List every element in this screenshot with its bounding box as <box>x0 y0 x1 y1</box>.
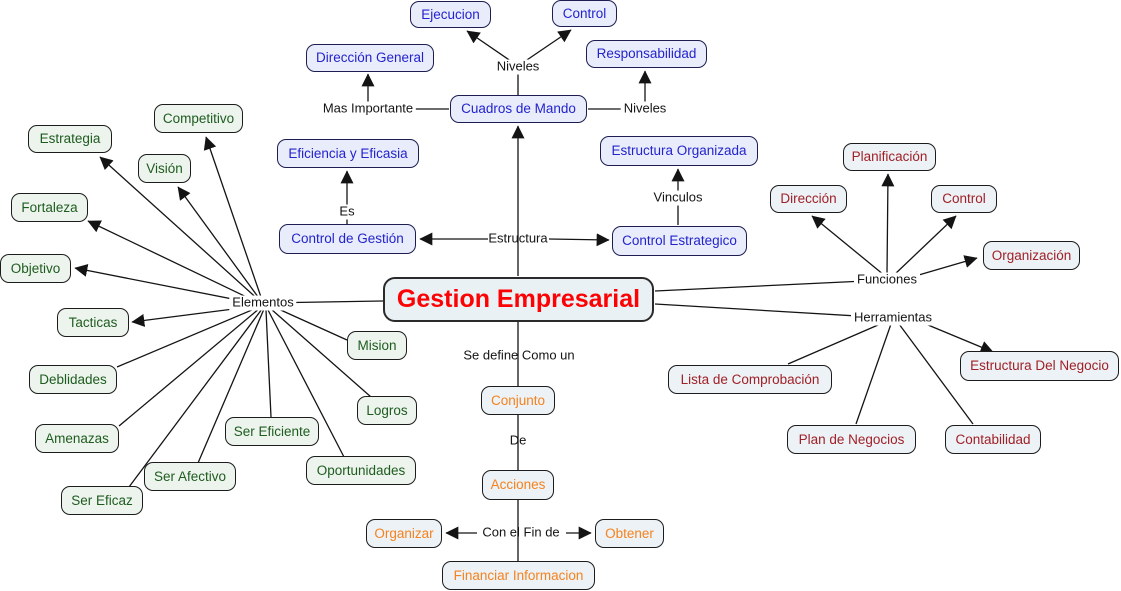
edge-line <box>118 307 261 427</box>
edge-label-es: Es <box>336 204 358 220</box>
node-responsabilidad[interactable]: Responsabilidad <box>586 40 707 68</box>
edge-line <box>177 186 262 302</box>
edge-label-de: De <box>509 432 527 448</box>
node-control-right[interactable]: Control <box>931 185 997 213</box>
node-control-top[interactable]: Control <box>552 0 617 27</box>
edge-line <box>881 173 895 275</box>
node-vision[interactable]: Visión <box>138 154 191 183</box>
node-organizacion[interactable]: Organización <box>983 241 1080 270</box>
node-control-estrategico[interactable]: Control Estrategico <box>612 226 747 256</box>
edge-label-elementos: Elementos <box>229 295 297 311</box>
edge-line <box>116 306 260 368</box>
edge-line <box>197 308 265 464</box>
edge-line <box>99 156 262 303</box>
node-direccion-general[interactable]: Dirección General <box>306 44 434 72</box>
edge-line <box>265 309 272 418</box>
node-tacticas[interactable]: Tacticas <box>57 308 129 337</box>
edge-label-funciones: Funciones <box>854 272 920 288</box>
node-plan-de-negocios[interactable]: Plan de Negocios <box>787 425 916 454</box>
edge-line <box>548 233 610 247</box>
node-amenazas[interactable]: Amenazas <box>35 424 119 453</box>
node-deblidades[interactable]: Deblidades <box>29 365 117 394</box>
node-gestion-empresarial[interactable]: Gestion Empresarial <box>383 277 654 322</box>
edge-line <box>811 215 885 276</box>
node-conjunto[interactable]: Conjunto <box>481 386 555 415</box>
node-mision[interactable]: Mision <box>347 331 407 360</box>
node-obtener[interactable]: Obtener <box>595 519 664 548</box>
edge-line <box>203 136 263 301</box>
edge-label-niveles-top: Niveles <box>493 59 543 75</box>
node-fortaleza[interactable]: Fortaleza <box>11 193 88 222</box>
edge-line <box>74 264 259 305</box>
node-ejecucion[interactable]: Ejecucion <box>410 1 491 28</box>
node-ser-eficiente[interactable]: Ser Eficiente <box>225 417 319 446</box>
node-contabilidad[interactable]: Contabilidad <box>945 425 1041 454</box>
edge-line <box>898 323 974 425</box>
node-ser-eficaz[interactable]: Ser Eficaz <box>61 486 143 515</box>
edge-line <box>273 306 348 341</box>
edge-label-con-el-fin-de: Con el Fin de <box>482 524 560 540</box>
node-control-de-gestion[interactable]: Control de Gestión <box>279 224 416 254</box>
node-financiar-informacion[interactable]: Financiar Informacion <box>442 561 595 590</box>
edge-line <box>128 308 263 488</box>
edge-label-vinculos: Vinculos <box>650 190 706 206</box>
node-estrategia[interactable]: Estrategia <box>28 125 112 153</box>
node-lista-de-comprobacion[interactable]: Lista de Comprobación <box>668 365 832 394</box>
edge-label-se-define-como-un: Se define Como un <box>463 347 575 363</box>
node-objetivo[interactable]: Objetivo <box>0 254 71 283</box>
node-oportunidades[interactable]: Oportunidades <box>306 456 416 485</box>
node-eficiencia-y-eficasia[interactable]: Eficiencia y Eficasia <box>277 139 419 168</box>
edge-label-niveles-right: Niveles <box>620 101 670 117</box>
edge-line <box>654 279 887 292</box>
node-ser-afectivo[interactable]: Ser Afectivo <box>144 462 236 491</box>
node-competitivo[interactable]: Competitivo <box>154 104 243 133</box>
edge-label-mas-importante: Mas Importante <box>319 101 417 117</box>
edge-line <box>267 309 345 458</box>
node-acciones[interactable]: Acciones <box>482 470 554 500</box>
edge-line <box>893 215 957 276</box>
edge-line <box>855 323 892 425</box>
node-logros[interactable]: Logros <box>357 396 417 425</box>
node-cuadros-de-mando[interactable]: Cuadros de Mando <box>450 95 587 123</box>
edge-label-herramientas: Herramientas <box>850 310 936 326</box>
edge-line <box>87 220 260 304</box>
node-estructura-del-negocio[interactable]: Estructura Del Negocio <box>960 351 1119 381</box>
node-planificacion[interactable]: Planificación <box>843 143 936 171</box>
edge-line <box>270 308 372 398</box>
edge-line <box>787 321 886 365</box>
node-estructura-organizada[interactable]: Estructura Organizada <box>600 136 758 166</box>
node-organizar[interactable]: Organizar <box>366 519 442 548</box>
node-direccion[interactable]: Dirección <box>770 185 847 213</box>
edge-label-estructura: Estructura <box>488 230 548 246</box>
